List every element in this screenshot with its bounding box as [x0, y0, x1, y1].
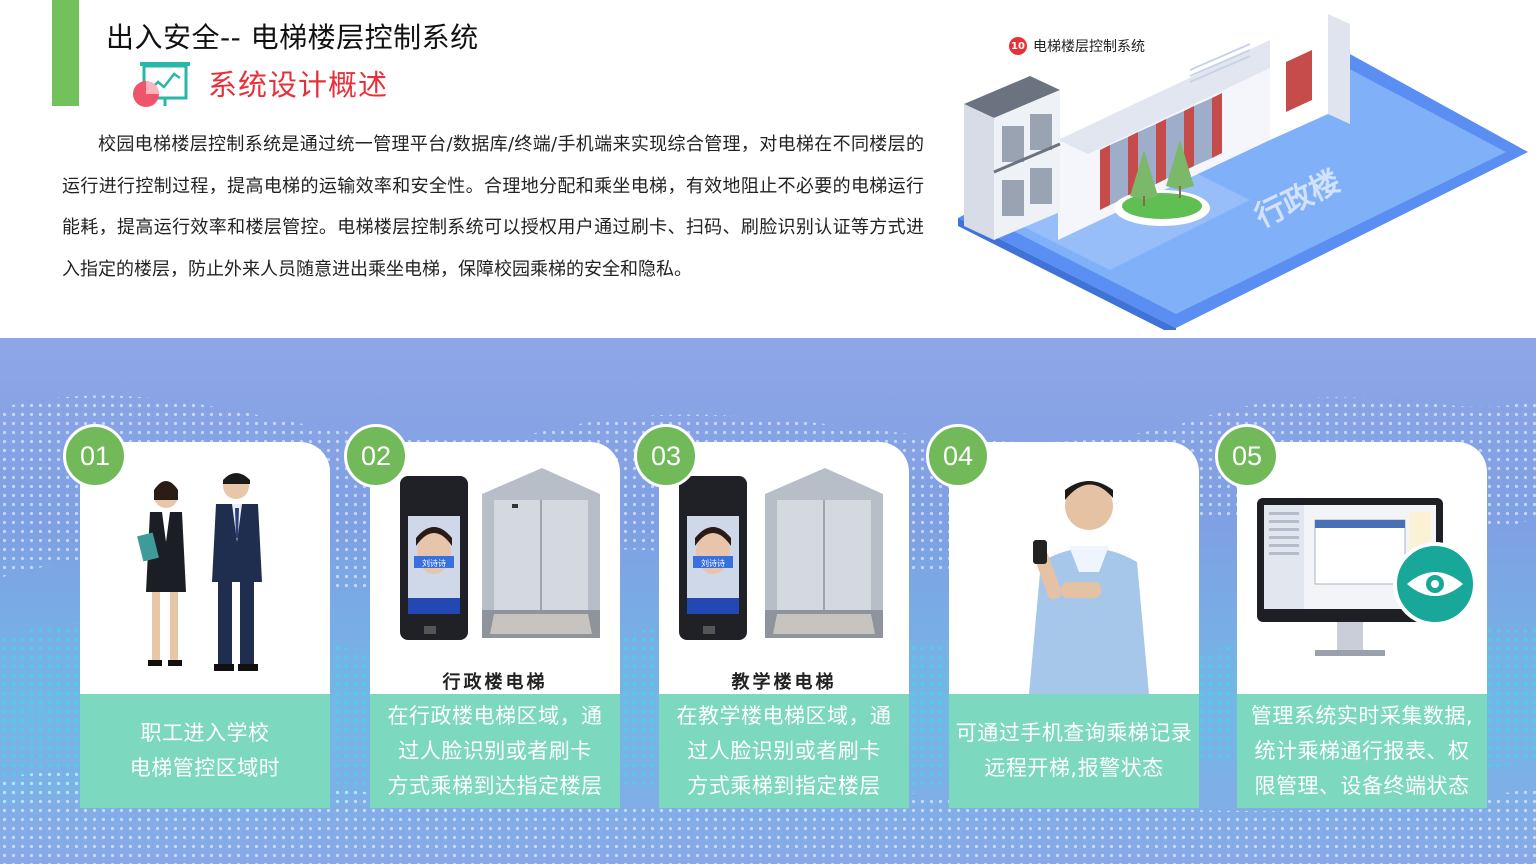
page-title: 出入安全-- 电梯楼层控制系统	[106, 21, 479, 54]
accent-bar	[52, 0, 79, 106]
feature-card-3: 刘诗诗 教学楼电梯 在教学楼电梯区域，通 过人脸识别或者刷卡 方式乘梯到指定楼层	[659, 442, 909, 808]
man-using-phone-image	[1029, 481, 1149, 694]
face-terminal-and-elevator-image: 刘诗诗	[679, 468, 883, 640]
card-4-caption: 可通过手机查询乘梯记录 远程开梯,报警状态	[955, 721, 1193, 780]
card-2-caption: 在行政楼电梯区域，通 过人脸识别或者刷卡 方式乘梯到达指定楼层	[387, 703, 603, 798]
two-employees-walking-image	[137, 473, 262, 671]
feature-card-4: 可通过手机查询乘梯记录 远程开梯,报警状态	[949, 442, 1199, 808]
monitor-with-eye-icon-image	[1257, 498, 1477, 656]
feature-card-caption: 职工进入学校 电梯管控区域时	[80, 694, 330, 808]
feature-card-caption: 在行政楼电梯区域，通 过人脸识别或者刷卡 方式乘梯到达指定楼层	[370, 694, 620, 808]
administration-building-illustration: 行政楼	[958, 14, 1528, 330]
card-3-caption: 在教学楼电梯区域，通 过人脸识别或者刷卡 方式乘梯到指定楼层	[676, 703, 892, 798]
card-5-caption: 管理系统实时采集数据, 统计乘梯通行报表、权 限管理、设备终端状态	[1250, 703, 1474, 798]
elevator-label: 教学楼电梯	[731, 672, 837, 693]
feature-card-1: 职工进入学校 电梯管控区域时	[80, 442, 330, 808]
building-caption: 电梯楼层控制系统	[1033, 39, 1145, 55]
feature-card-caption: 管理系统实时采集数据, 统计乘梯通行报表、权 限管理、设备终端状态	[1237, 694, 1487, 808]
card-1-caption: 职工进入学校 电梯管控区域时	[129, 721, 281, 780]
feature-card-caption: 在教学楼电梯区域，通 过人脸识别或者刷卡 方式乘梯到指定楼层	[659, 694, 909, 808]
face-terminal-and-elevator-image: 刘诗诗	[400, 468, 600, 640]
step-number-badge-3: 03	[634, 424, 698, 488]
step-number-badge-5: 05	[1215, 424, 1279, 488]
feature-card-caption: 可通过手机查询乘梯记录 远程开梯,报警状态	[949, 694, 1199, 808]
building-number-badge: 10	[1009, 37, 1027, 55]
elevator-label: 行政楼电梯	[442, 672, 548, 693]
step-number-badge-1: 01	[63, 424, 127, 488]
step-number-badge-4: 04	[926, 424, 990, 488]
presentation-chart-icon	[133, 62, 190, 107]
step-number-badge-2: 02	[344, 424, 408, 488]
terminal-screen-name: 刘诗诗	[422, 558, 446, 568]
section-subtitle: 系统设计概述	[208, 68, 389, 102]
intro-paragraph: 校园电梯楼层控制系统是通过统一管理平台/数据库/终端/手机端来实现综合管理，对电…	[62, 134, 924, 280]
feature-card-2: 刘诗诗 行政楼电梯 在行政楼电梯区域，通 过人脸识别或者刷卡 方式乘梯到达指定楼…	[370, 442, 620, 808]
terminal-screen-name: 刘诗诗	[701, 558, 725, 568]
feature-card-5: 管理系统实时采集数据, 统计乘梯通行报表、权 限管理、设备终端状态	[1237, 442, 1487, 808]
